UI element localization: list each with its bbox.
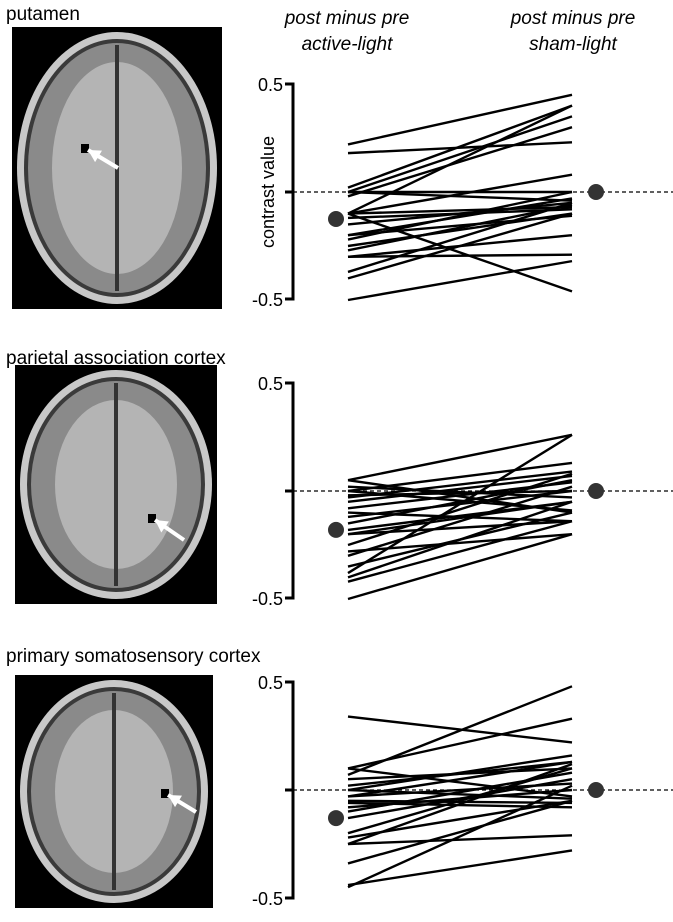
subject-line [347, 433, 573, 482]
panel-title: parietal association cortex [6, 348, 226, 369]
subject-line [347, 472, 573, 547]
subject-line [347, 126, 573, 198]
subject-line [347, 489, 573, 497]
subject-line [347, 685, 573, 776]
arrow-head-icon [155, 520, 169, 533]
subject-line [347, 782, 573, 798]
panel-title: primary somatosensory cortex [6, 646, 261, 667]
subject-line [347, 115, 573, 194]
mean-point-sham [588, 782, 604, 798]
panel-1: putamen 0.5 -0.5 [6, 4, 673, 310]
y-tick-label: 0.5 [258, 673, 283, 693]
subject-line [347, 433, 573, 575]
subject-line [347, 479, 573, 525]
y-tick-label: 0.5 [258, 374, 283, 394]
subject-line [347, 799, 573, 865]
arrow-head-icon [88, 150, 102, 163]
panel-title: putamen [6, 4, 80, 25]
mean-point-active [328, 211, 344, 227]
subject-line [347, 511, 573, 568]
subject-line [347, 485, 573, 557]
subject-line [347, 212, 573, 293]
y-tick-label: 0.5 [258, 75, 283, 95]
roi-marker [81, 144, 89, 153]
subject-line [347, 474, 573, 503]
subject-line [347, 849, 573, 887]
subject-line [347, 259, 573, 302]
y-tick-label: -0.5 [252, 290, 283, 310]
header-sham-line1: post minus pre [510, 8, 636, 29]
roi-marker [161, 789, 169, 798]
header-active-line1: post minus pre [284, 8, 410, 29]
subject-line [347, 93, 573, 146]
subject-line [347, 754, 573, 792]
subject-line [347, 520, 573, 583]
subject-line [347, 201, 573, 274]
header-active-line2: active-light [302, 34, 394, 55]
subject-line [347, 104, 573, 215]
subject-line [347, 104, 573, 189]
panel-3: primary somatosensory cortex 0.5 -0.5 [6, 646, 673, 909]
subject-line [347, 511, 573, 523]
subject-line [347, 253, 573, 258]
subject-line [347, 784, 573, 889]
subject-line [347, 173, 573, 215]
y-tick-label: -0.5 [252, 589, 283, 609]
subject-line [347, 771, 573, 813]
subject-line [347, 533, 573, 553]
mean-point-active [328, 810, 344, 827]
subject-line [347, 834, 573, 846]
panel-2: parietal association cortex 0.5 -0.5 [6, 348, 673, 609]
subject-line [347, 212, 573, 280]
subject-line [347, 208, 573, 220]
subject-line [347, 533, 573, 601]
roi-marker [148, 514, 156, 523]
subject-line [347, 801, 573, 809]
subject-line [347, 788, 573, 800]
mean-point-sham [588, 483, 604, 499]
y-axis-label: contrast value [258, 136, 278, 248]
y-tick-label: -0.5 [252, 889, 283, 909]
header-sham-line2: sham-light [529, 34, 617, 55]
subject-line [347, 190, 573, 241]
mean-point-active [328, 521, 344, 538]
subject-line [347, 520, 573, 536]
mean-point-sham [588, 184, 604, 200]
subject-line [347, 205, 573, 215]
arrow-head-icon [168, 795, 182, 808]
subject-line [347, 203, 573, 252]
